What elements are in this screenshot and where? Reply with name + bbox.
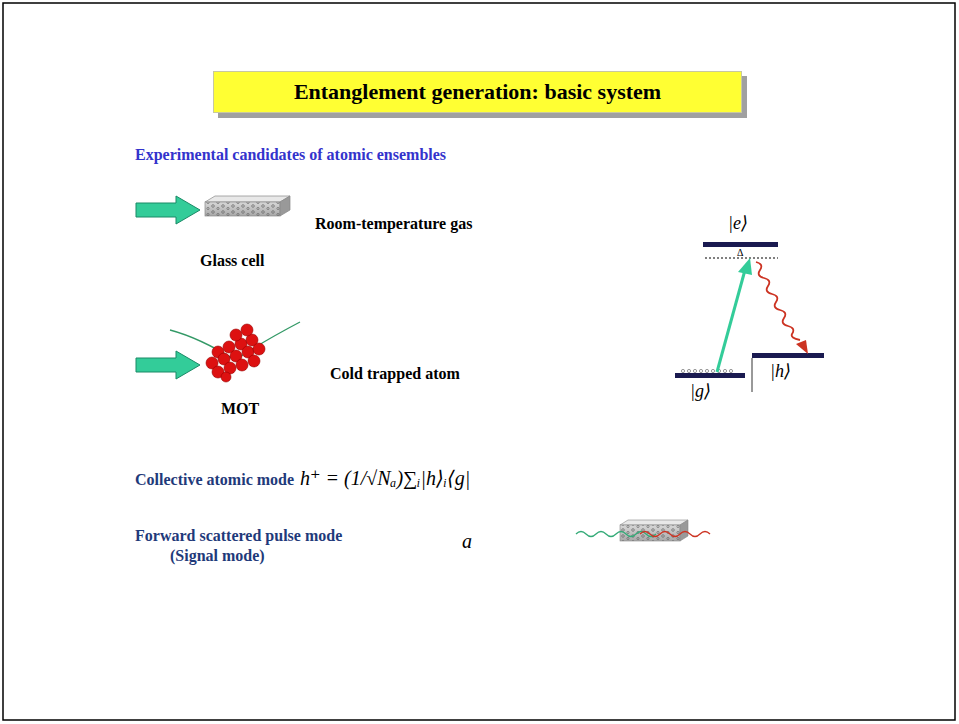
mode-label: Forward scattered pulse mode xyxy=(135,527,342,545)
detuning-label: Δ xyxy=(737,247,743,258)
light-arrow xyxy=(136,351,200,379)
state-label: |g⟩ xyxy=(690,380,711,402)
candidate-label: Room-temperature gas xyxy=(315,215,472,233)
mode-label: (Signal mode) xyxy=(170,547,265,565)
candidate-label: Cold trapped atom xyxy=(330,365,460,383)
title-banner: Entanglement generation: basic system xyxy=(213,71,742,113)
cold-atoms xyxy=(206,324,265,382)
forward-scattering xyxy=(576,520,710,541)
mode-symbol: a xyxy=(462,530,472,553)
slide-title: Entanglement generation: basic system xyxy=(294,79,661,105)
candidate-name: Glass cell xyxy=(200,252,264,270)
state-label: |h⟩ xyxy=(770,360,791,382)
level-scheme xyxy=(675,242,824,392)
mode-label: Collective atomic mode xyxy=(135,471,294,489)
section-heading: Experimental candidates of atomic ensemb… xyxy=(135,146,446,164)
glass-cell xyxy=(205,196,290,216)
state-label: |e⟩ xyxy=(728,212,748,234)
mode-formula: h⁺ = (1/√Nₐ)∑ᵢ|h⟩ᵢ⟨g| xyxy=(300,466,470,490)
candidate-name: MOT xyxy=(221,400,259,418)
light-arrow xyxy=(136,196,200,224)
slide-border xyxy=(3,3,955,720)
